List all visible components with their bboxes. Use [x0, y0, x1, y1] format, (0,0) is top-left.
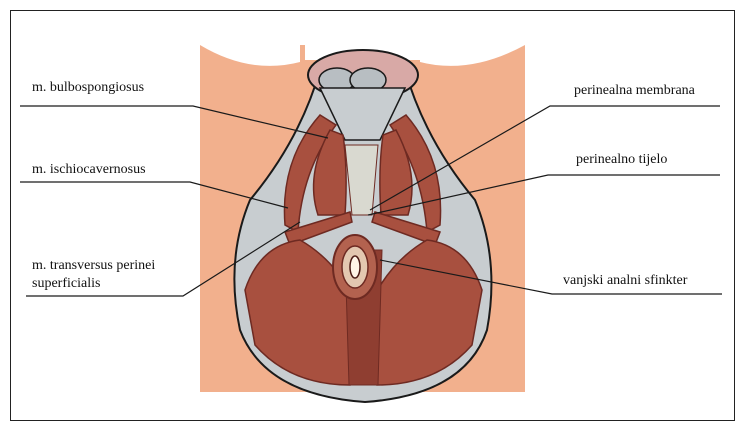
label-vanjski-sfinkter: vanjski analni sfinkter	[563, 273, 687, 289]
label-transversus-line2: superficialis	[32, 276, 100, 292]
label-ischiocavernosus: m. ischiocavernosus	[32, 162, 146, 178]
label-transversus-line1: m. transversus perinei	[32, 258, 155, 274]
label-perinealno-tijelo: perinealno tijelo	[576, 152, 667, 168]
anal-opening	[350, 256, 360, 278]
label-bulbospongiosus: m. bulbospongiosus	[32, 80, 144, 96]
label-perinealna-membrana: perinealna membrana	[574, 83, 695, 99]
